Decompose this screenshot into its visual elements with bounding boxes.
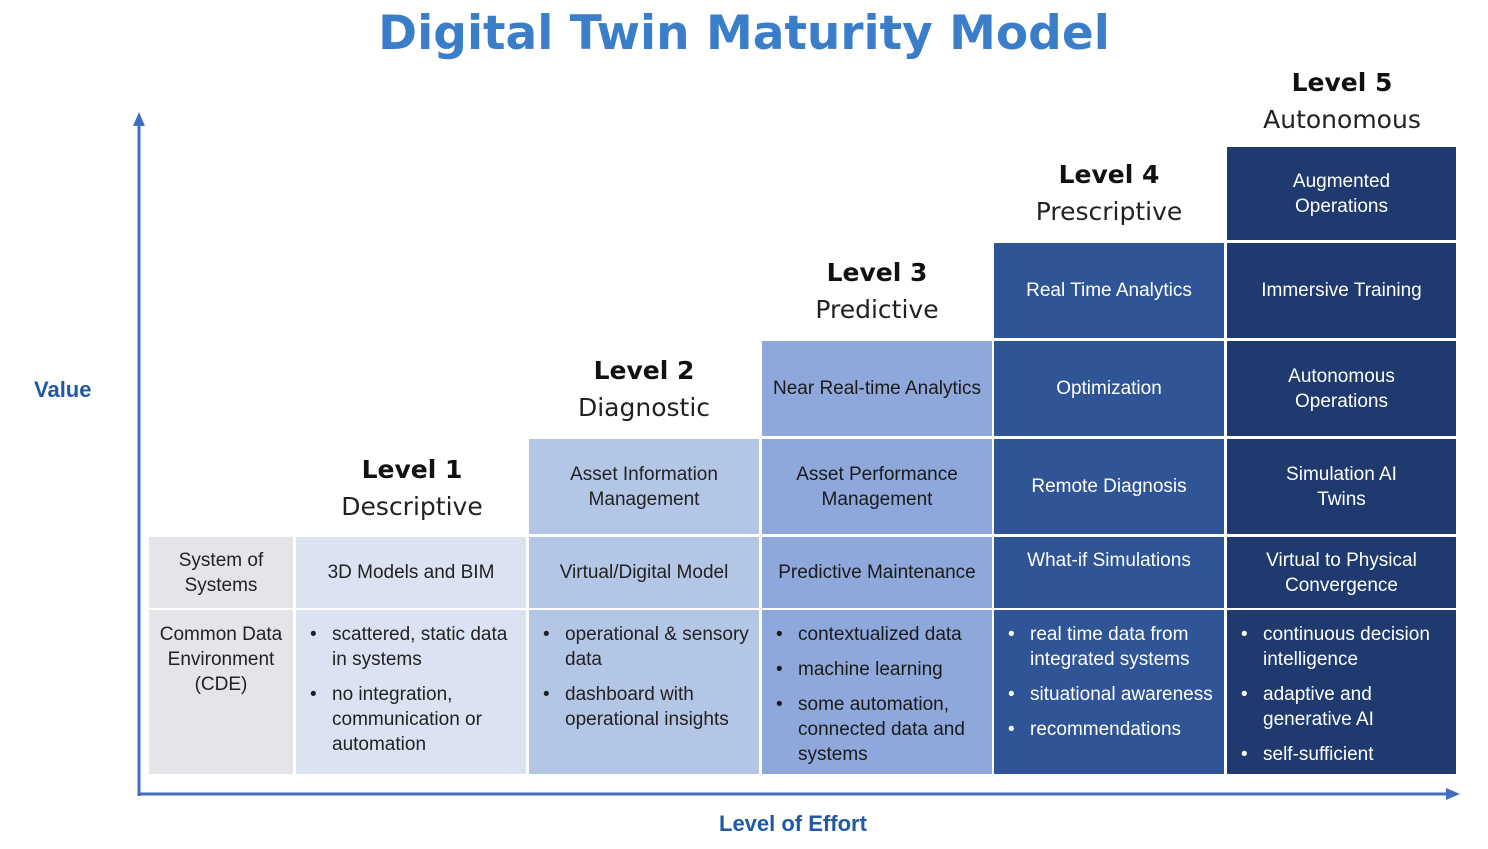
row-header-system-of-systems: System of Systems — [149, 537, 293, 608]
x-axis-arrow — [138, 788, 1460, 800]
level-4-cde-item: recommendations — [1008, 717, 1216, 742]
level-4-capability-cell: Real Time Analytics — [994, 243, 1224, 338]
level-5-heading: Level 5 Autonomous — [1226, 65, 1458, 139]
level-3-cde-cell: contextualized data machine learning som… — [762, 610, 992, 774]
level-3-name: Predictive — [815, 295, 939, 324]
level-5-capability-cell: Immersive Training — [1227, 243, 1456, 338]
level-2-number: Level 2 — [593, 356, 695, 385]
level-5-cde-item: adaptive and generative AI — [1241, 682, 1448, 732]
y-axis-arrow — [133, 112, 145, 796]
level-4-number: Level 4 — [1058, 160, 1160, 189]
level-5-system-cell: Virtual to Physical Convergence — [1227, 537, 1456, 608]
level-3-capability-cell: Asset Performance Management — [762, 439, 992, 534]
level-4-cde-item: situational awareness — [1008, 682, 1216, 707]
level-2-capability-cell: Asset Information Management — [529, 439, 759, 534]
level-5-capability-cell: Simulation AI Twins — [1227, 439, 1456, 534]
level-1-name: Descriptive — [341, 492, 483, 521]
level-3-heading: Level 3 Predictive — [761, 255, 993, 329]
level-3-cde-item: some automation, connected data and syst… — [776, 692, 984, 767]
level-3-system-cell: Predictive Maintenance — [762, 537, 992, 608]
level-1-system-cell: 3D Models and BIM — [296, 537, 526, 608]
level-3-cde-item: machine learning — [776, 657, 984, 682]
level-5-capability-cell: Augmented Operations — [1227, 147, 1456, 240]
level-3-capability-cell: Near Real-time Analytics — [762, 341, 992, 436]
level-2-heading: Level 2 Diagnostic — [528, 353, 760, 427]
level-4-capability-cell: Optimization — [994, 341, 1224, 436]
level-1-heading: Level 1 Descriptive — [296, 452, 528, 526]
level-2-cde-item: operational & sensory data — [543, 622, 751, 672]
level-5-cde-cell: continuous decision intelligence adaptiv… — [1227, 610, 1456, 774]
level-2-cde-item: dashboard with operational insights — [543, 682, 751, 732]
row-header-cde: Common Data Environment (CDE) — [149, 610, 293, 774]
level-1-cde-item: scattered, static data in systems — [310, 622, 518, 672]
y-axis-label: Value — [34, 377, 92, 402]
level-2-name: Diagnostic — [577, 393, 711, 422]
level-4-system-cell: What-if Simulations — [994, 537, 1224, 608]
level-4-heading: Level 4 Prescriptive — [993, 157, 1225, 231]
level-4-name: Prescriptive — [1035, 197, 1183, 226]
level-5-number: Level 5 — [1291, 68, 1393, 97]
level-4-cde-item: real time data from integrated systems — [1008, 622, 1216, 672]
level-1-number: Level 1 — [361, 455, 463, 484]
page-title: Digital Twin Maturity Model — [378, 6, 1110, 61]
level-2-system-cell: Virtual/Digital Model — [529, 537, 759, 608]
x-axis-label: Level of Effort — [719, 811, 867, 836]
level-3-number: Level 3 — [826, 258, 928, 287]
level-5-cde-item: continuous decision intelligence — [1241, 622, 1448, 672]
level-2-cde-cell: operational & sensory data dashboard wit… — [529, 610, 759, 774]
level-1-cde-cell: scattered, static data in systems no int… — [296, 610, 526, 774]
level-4-cde-cell: real time data from integrated systems s… — [994, 610, 1224, 774]
level-5-capability-cell: Autonomous Operations — [1227, 341, 1456, 436]
level-3-cde-item: contextualized data — [776, 622, 984, 647]
level-4-capability-cell: Remote Diagnosis — [994, 439, 1224, 534]
level-5-name: Autonomous — [1263, 105, 1421, 134]
level-1-cde-item: no integration, communication or automat… — [310, 682, 518, 757]
level-5-cde-item: self-sufficient — [1241, 742, 1448, 767]
